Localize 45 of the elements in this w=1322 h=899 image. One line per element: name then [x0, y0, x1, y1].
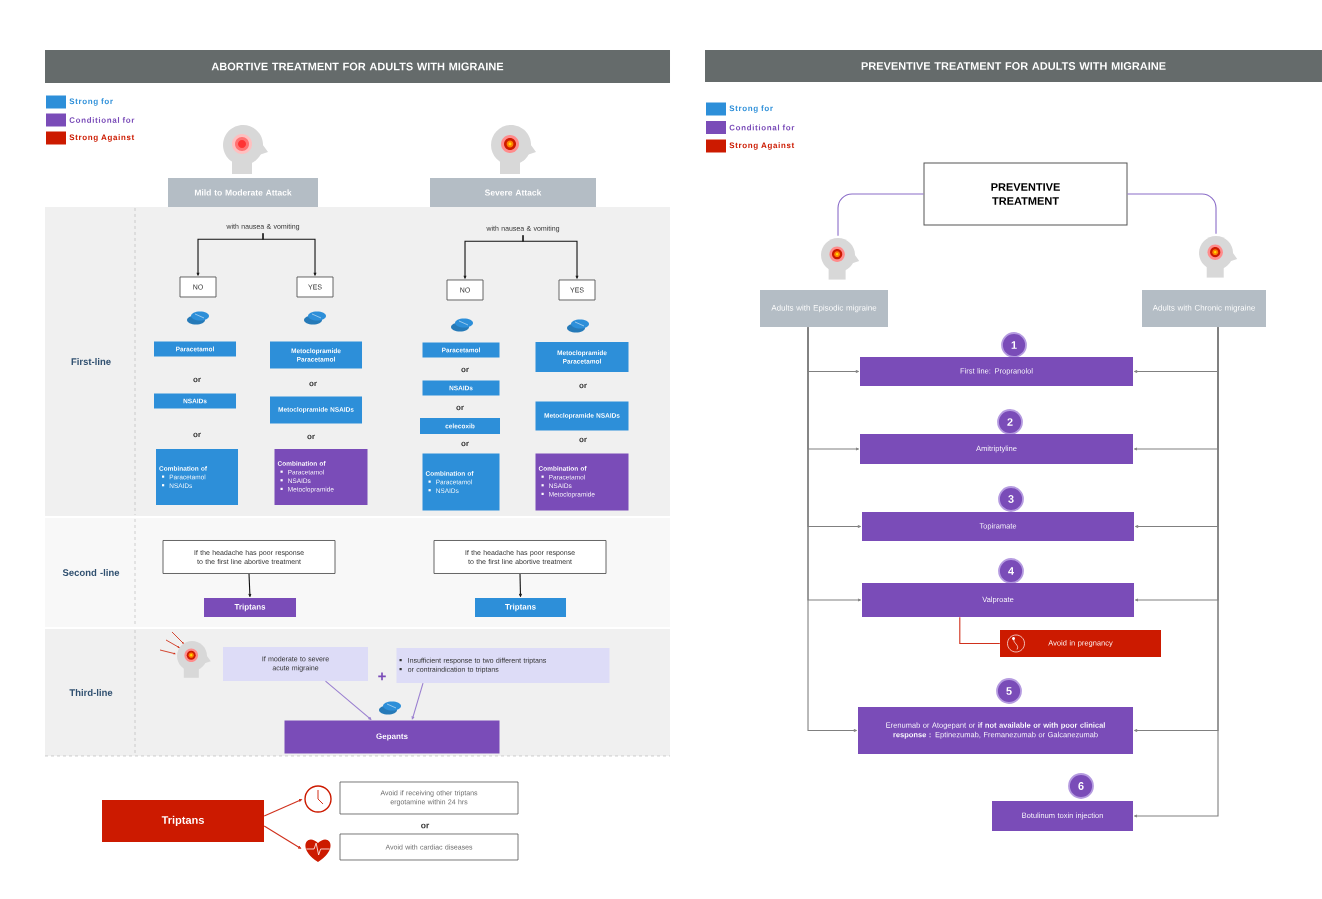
arrow [263, 799, 303, 817]
legend-label: Strong Against [69, 134, 135, 142]
legend-label: Strong for [729, 105, 773, 113]
arrow [248, 573, 252, 598]
drug-box: Triptans [102, 800, 264, 842]
category-box: Mild to Moderate Attack [168, 178, 318, 207]
arrow [519, 573, 522, 598]
arrow [522, 234, 579, 279]
clock-icon [304, 785, 332, 813]
connector-word: or [307, 434, 315, 440]
legend-label: Strong Against [729, 142, 795, 150]
header-band: ABORTIVE TREATMENT FOR ADULTS WITH MIGRAINE [45, 50, 670, 83]
arrow [324, 680, 372, 720]
connector-word: or [579, 383, 587, 389]
connector [837, 193, 925, 237]
header-band: PREVENTIVE TREATMENT FOR ADULTS WITH MIGRAINE [705, 50, 1322, 82]
head-icon [821, 238, 860, 280]
heart-icon [305, 839, 331, 862]
connector-word: or [309, 381, 317, 387]
connector-word: or [461, 441, 469, 447]
legend-label: Conditional for [729, 124, 795, 131]
arrow [411, 682, 424, 720]
arrow [263, 825, 302, 849]
arrow [807, 326, 858, 732]
connector-word: or [193, 377, 201, 383]
connector-word: + [378, 672, 386, 681]
connector-word: or [579, 437, 587, 443]
legend-label: Strong for [69, 98, 113, 106]
title-box: PREVENTIVE TREATMENT [923, 162, 1128, 226]
connector-word: or [421, 823, 430, 829]
connector-word: or [456, 405, 464, 411]
head-icon [1199, 236, 1238, 278]
connector-word: or [461, 367, 469, 373]
connector [1126, 193, 1217, 235]
drug-box: Gepants [284, 720, 500, 754]
legend-label: Conditional for [69, 117, 135, 123]
connector-word: or [193, 432, 201, 438]
category-box: Severe Attack [430, 178, 596, 207]
drug-box: Triptans [475, 598, 566, 617]
drug-box: Triptans [204, 598, 296, 617]
arrow [262, 232, 317, 276]
category-box: Adults with Chronic migraine [1142, 290, 1266, 327]
category-box: Adults with Episodic migraine [760, 290, 888, 327]
connector [959, 616, 1001, 645]
arrow [1133, 326, 1219, 818]
